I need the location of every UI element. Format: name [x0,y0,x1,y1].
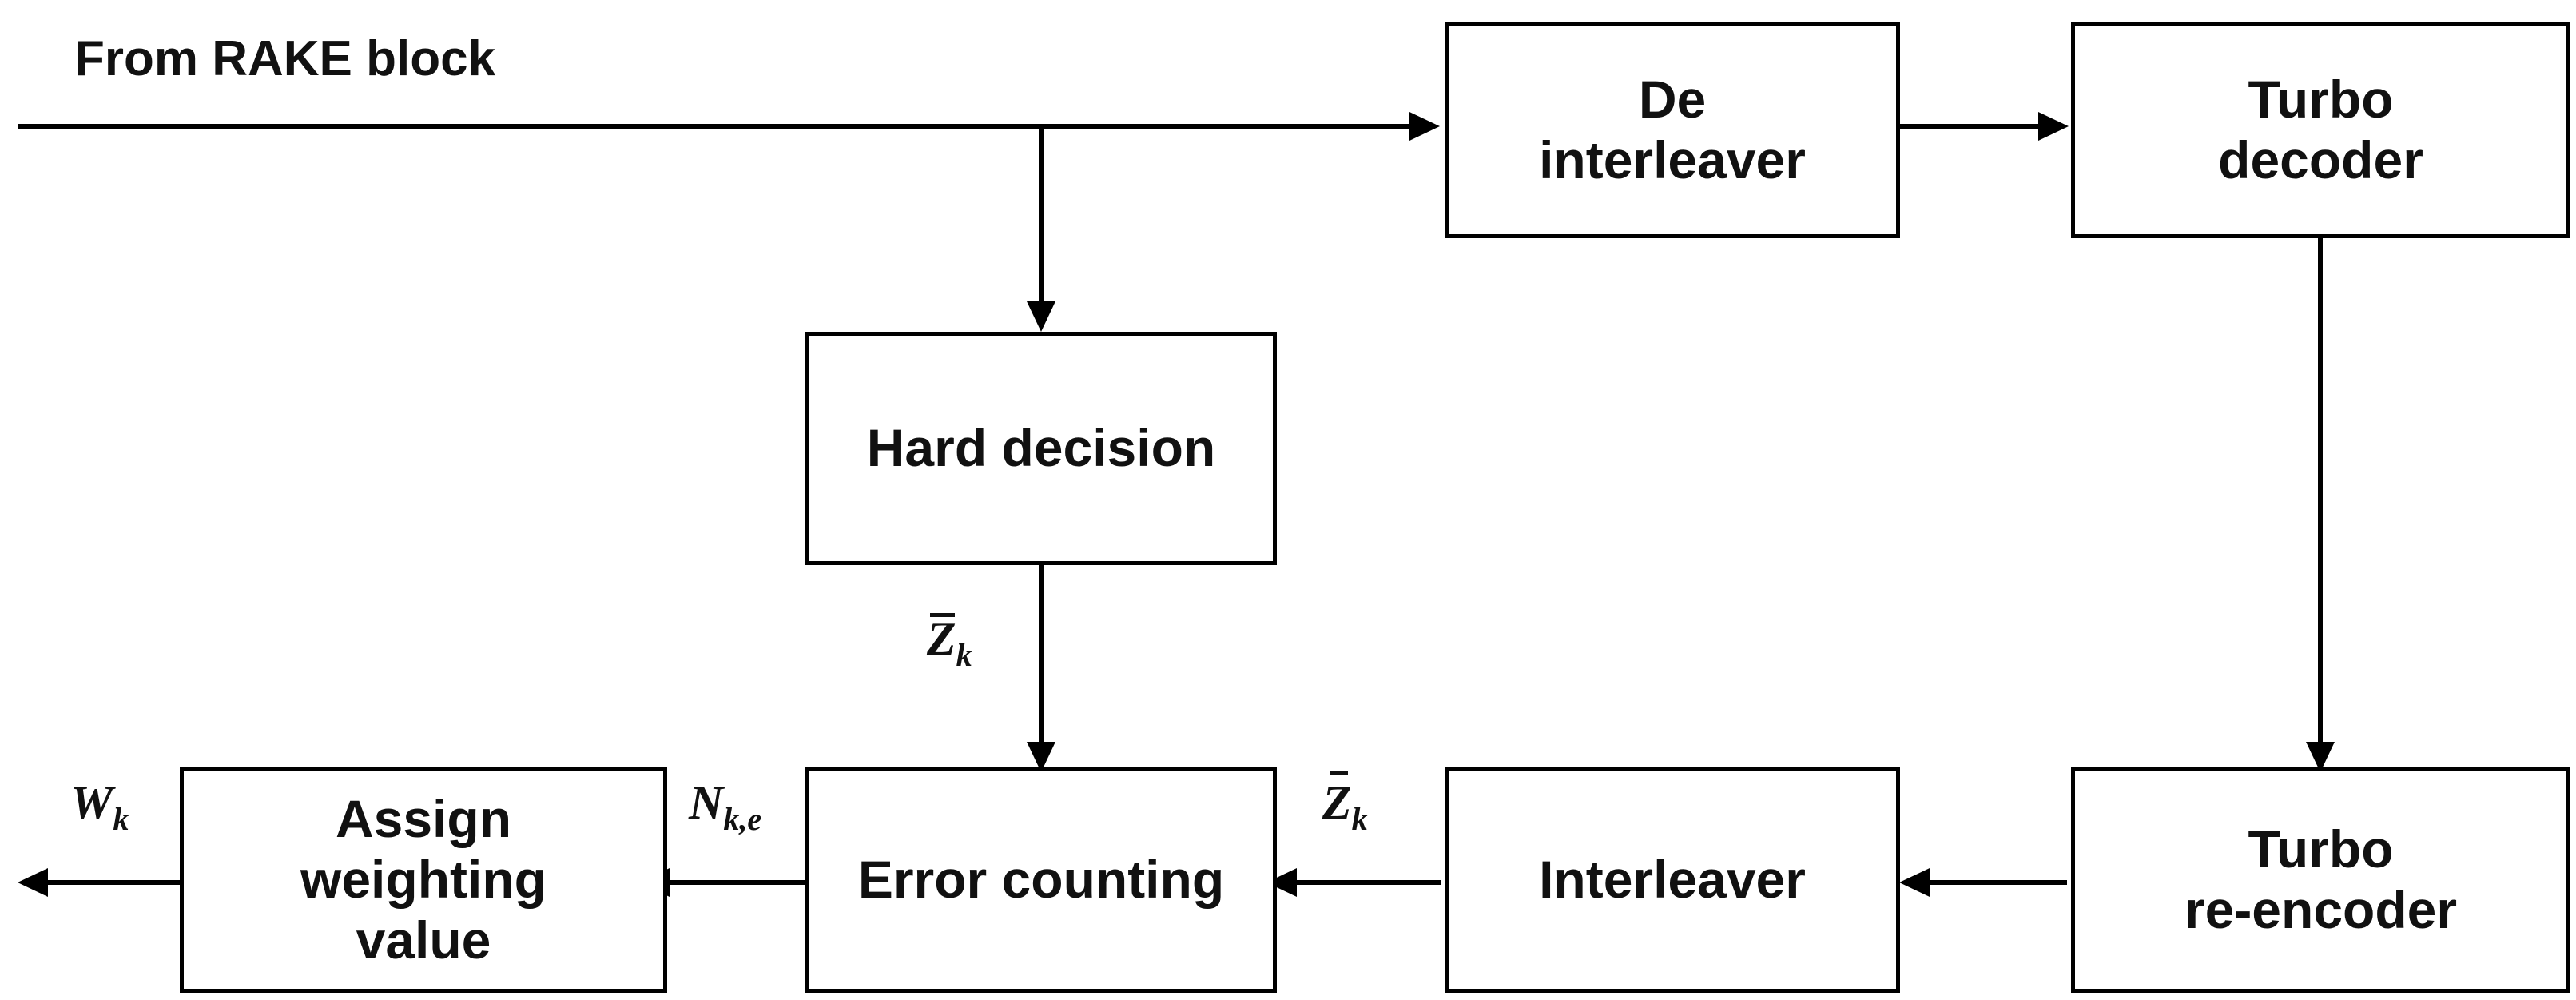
turbo-reencoder-block: Turbo re-encoder [2071,767,2570,993]
arrowhead-output [18,868,48,897]
arrowhead-to-deinterleaver [1409,112,1440,141]
deinterleaver-block: De interleaver [1445,22,1900,238]
arrowhead-to-interleaver [1899,868,1930,897]
hard-decision-block: Hard decision [805,332,1277,565]
n-ke-label: Nk,e [689,776,762,837]
arrowhead-to-hard-decision [1027,301,1055,332]
interleaver-block: Interleaver [1445,767,1900,993]
arrowhead-to-reencoder [2306,742,2335,772]
z-bar-label: Zk [927,612,972,673]
arrowhead-to-error-counting [1266,868,1297,897]
arrowhead-to-turbo-decoder [2038,112,2069,141]
arrowhead-down-to-error-counting [1027,742,1055,772]
error-counting-block: Error counting [805,767,1277,993]
turbo-decoder-block: Turbo decoder [2071,22,2570,238]
z-hat-label: Zk [1322,771,1368,837]
w-k-label: Wk [70,776,129,837]
assign-weighting-block: Assign weighting value [180,767,667,993]
input-label: From RAKE block [74,31,496,86]
